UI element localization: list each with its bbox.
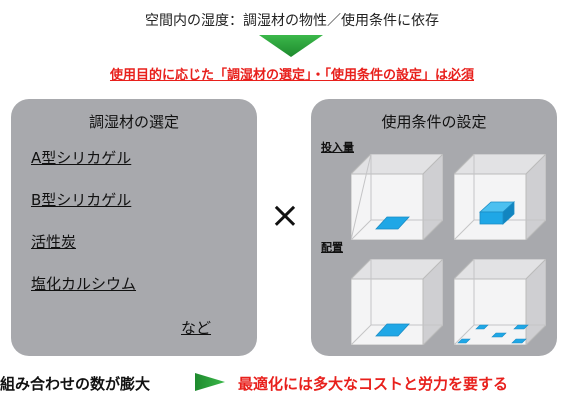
material-item: 活性炭 — [31, 233, 77, 251]
right-arrow-icon — [195, 373, 225, 391]
material-distributed-pads — [457, 324, 529, 344]
material-item: 塩化カルシウム — [31, 275, 137, 293]
down-triangle-icon — [259, 35, 323, 57]
material-item: A型シリカゲル — [31, 149, 132, 167]
room-box-distributed-placement — [454, 259, 546, 345]
room-box-large-amount — [454, 154, 546, 240]
placement-label: 配置 — [321, 241, 343, 254]
material-selection-panel: 調湿材の選定 A型シリカゲル B型シリカゲル 活性炭 塩化カルシウム など — [11, 99, 257, 356]
material-single-pad — [375, 323, 410, 337]
amount-label: 投入量 — [321, 141, 354, 154]
optimization-cost-note: 最適化には多大なコストと労力を要する — [238, 375, 509, 393]
room-box-single-placement — [351, 259, 443, 345]
usage-condition-panel: 使用条件の設定 投入量 配置 — [311, 99, 557, 356]
condition-panel-title: 使用条件の設定 — [381, 113, 487, 131]
diagram-title: 空間内の湿度：調湿材の物性／使用条件に依存 — [145, 13, 439, 29]
combination-note: 組み合わせの数が膨大 — [0, 375, 151, 393]
multiply-symbol: × — [269, 195, 301, 236]
material-large-block — [478, 201, 516, 225]
material-panel-title: 調湿材の選定 — [88, 113, 179, 131]
material-item: B型シリカゲル — [31, 191, 132, 209]
requirement-text: 使用目的に応じた「調湿材の選定」・「使用条件の設定」は必須 — [109, 68, 474, 83]
room-box-small-amount — [351, 154, 443, 240]
etc-label: など — [181, 319, 212, 337]
material-small-block — [375, 216, 410, 230]
